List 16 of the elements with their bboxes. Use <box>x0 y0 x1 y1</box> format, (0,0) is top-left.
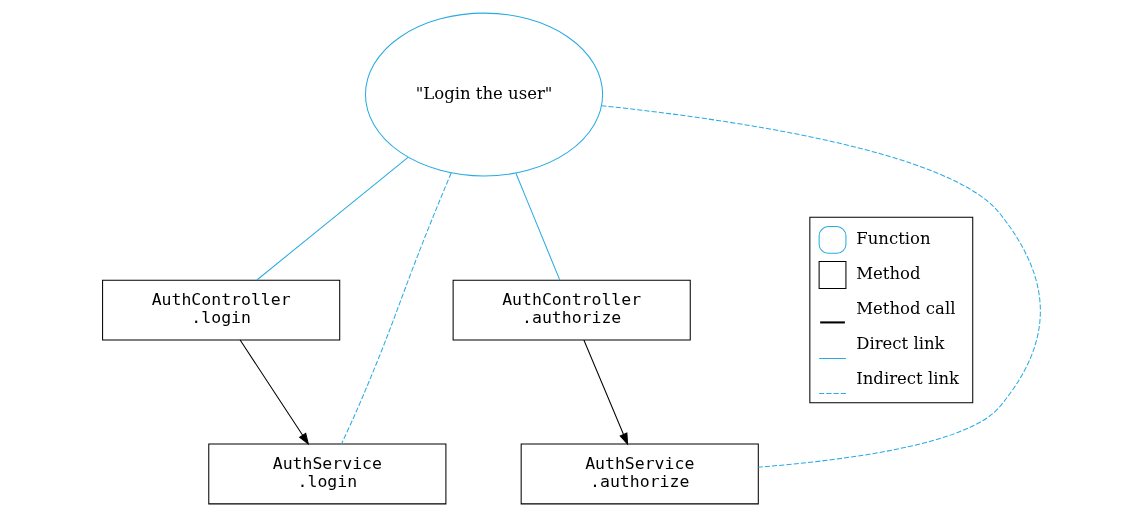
node-ellipse: "Login the user" <box>364 12 604 177</box>
legend-label: Method <box>856 263 921 283</box>
legend-label: Method call <box>856 298 956 318</box>
node-box: AuthService .authorize <box>520 443 759 504</box>
legend-label: Direct link <box>856 333 945 353</box>
connector <box>601 104 1041 468</box>
node-box: AuthController .login <box>102 279 341 340</box>
arrow <box>583 339 629 445</box>
connector <box>340 171 452 444</box>
node-box: AuthController .authorize <box>452 279 691 340</box>
connector <box>256 156 409 280</box>
connector <box>515 172 561 281</box>
node-box: AuthService .login <box>208 443 447 504</box>
legend-label: Indirect link <box>856 368 960 388</box>
legend-label: Function <box>856 228 931 248</box>
arrow <box>239 339 310 445</box>
